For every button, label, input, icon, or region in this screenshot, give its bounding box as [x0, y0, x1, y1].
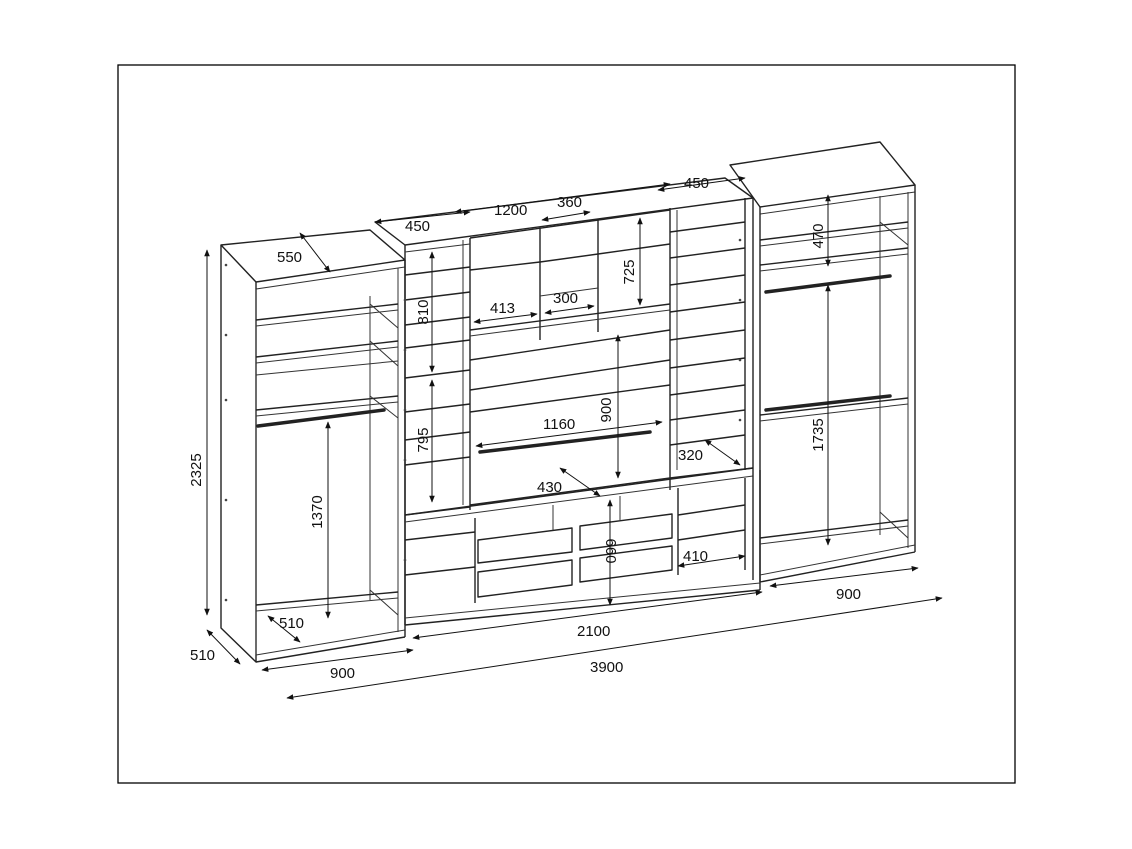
label-tv-height: 900: [598, 397, 615, 422]
label-depth-top: 550: [277, 249, 302, 266]
label-left-width: 900: [330, 665, 355, 682]
label-drawer-height: 660: [602, 538, 619, 563]
label-left-rail: 1370: [309, 495, 326, 528]
label-upper-col: 810: [415, 299, 432, 324]
label-height: 2325: [188, 453, 205, 486]
label-center-width: 2100: [577, 623, 610, 640]
label-total-width: 3900: [590, 659, 623, 676]
label-right-rail: 1735: [810, 418, 827, 451]
dimension-labels: 2325 510 900 3900 2100 900 550 450 1200 …: [188, 175, 861, 682]
label-top-box: 360: [557, 194, 582, 211]
label-right-width: 900: [836, 586, 861, 603]
label-tv-width: 1160: [543, 416, 575, 433]
label-lower-col: 795: [415, 427, 432, 452]
right-wardrobe: [729, 141, 916, 583]
label-depth-outer: 510: [190, 647, 215, 664]
label-top-shelf: 725: [621, 259, 638, 284]
label-right-top: 470: [810, 223, 827, 248]
label-top-center: 1200: [494, 202, 527, 219]
drawing-frame: [117, 64, 1016, 784]
label-right-column: 450: [684, 175, 709, 192]
label-lower-right: 410: [683, 548, 708, 565]
label-niche-300: 300: [553, 290, 578, 307]
dimension-lines: [204, 176, 943, 700]
label-desk-depth: 430: [537, 479, 562, 496]
label-right-col-depth: 320: [678, 447, 703, 464]
label-depth-bottom: 510: [279, 615, 304, 632]
left-wardrobe: [220, 229, 406, 663]
label-niche-413: 413: [490, 300, 515, 317]
label-left-column: 450: [405, 218, 430, 235]
